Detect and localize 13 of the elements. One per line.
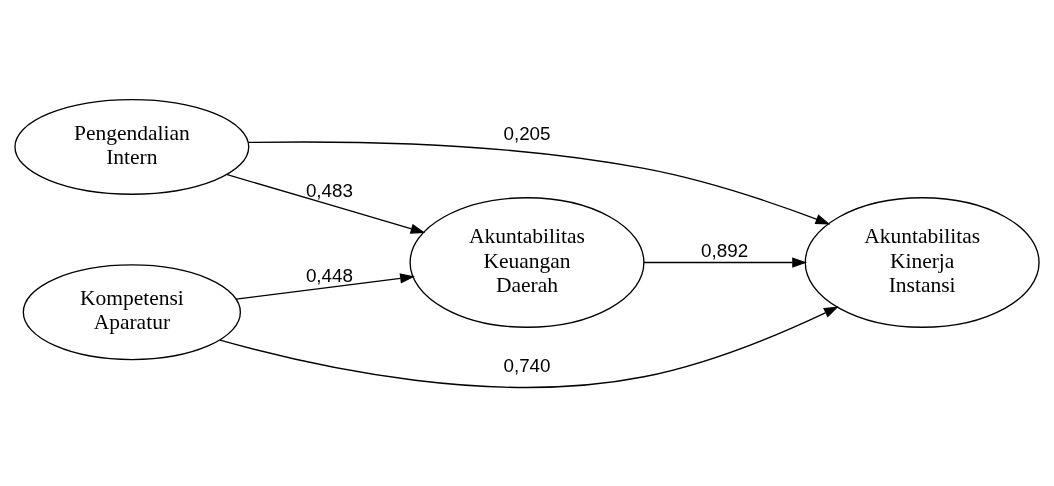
arrow (235, 272, 415, 300)
node-ellipse: Akuntabilitas Kinerja Instansi (804, 196, 1040, 328)
edge-label: 0,205 (503, 122, 551, 144)
edge-label: 0,448 (305, 264, 353, 286)
arrow (643, 256, 807, 268)
edge-label: 0,483 (305, 179, 353, 201)
edge-label: 0,892 (701, 239, 749, 261)
arrow (219, 305, 839, 388)
node-ellipse: Pengendalian Intern (14, 98, 250, 195)
node-ellipse: Kompetensi Aparatur (22, 263, 241, 360)
arrow (247, 140, 831, 224)
arrow (226, 173, 426, 234)
edge-label: 0,740 (503, 354, 551, 376)
